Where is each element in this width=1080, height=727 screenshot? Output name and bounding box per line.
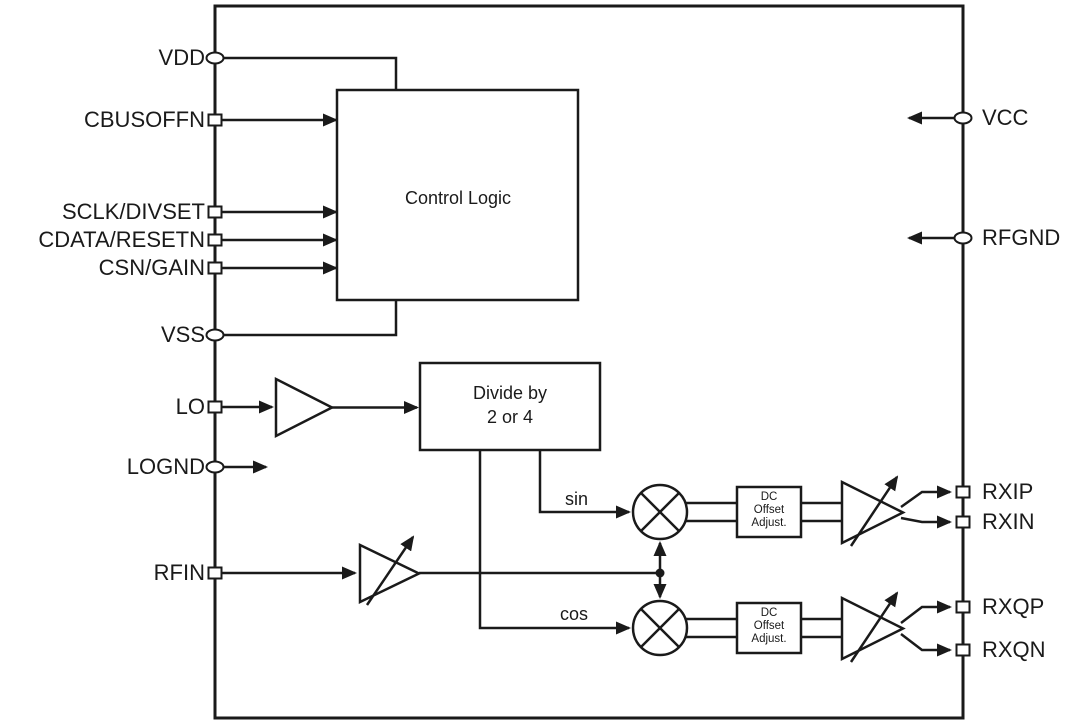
wire-vss [222,300,398,337]
pin-label-rfgnd: RFGND [982,225,1060,250]
divider-block [418,361,602,452]
pin-label-csn: CSN/GAIN [99,255,205,280]
pin-terminal-cdata [207,233,223,247]
pin-terminal-cbusoffn [207,113,223,127]
dc-offset-i-line3: Adjust. [751,517,786,529]
pin-terminal-rxip [955,485,971,499]
pin-label-rxip: RXIP [982,479,1033,504]
pin-terminal-sclk [207,205,223,219]
dc-offset-q-line3: Adjust. [751,633,786,645]
dc-offset-i-line2: Offset [754,504,785,516]
pin-label-lo: LO [176,394,205,419]
pin-terminal-csn [207,261,223,275]
rf-vga-gain-arrow-icon [365,535,415,606]
dc-offset-i-line1: DC [761,491,778,503]
sin-label: sin [565,489,588,509]
pin-label-logand: LOGND [127,454,205,479]
dc-offset-block-q [735,601,803,655]
dc-offset-block-i [735,485,803,539]
pin-terminal-rfin [207,566,223,580]
wire-vdd [222,56,398,90]
pin-label-rxqp: RXQP [982,594,1044,619]
pin-label-vcc: VCC [982,105,1029,130]
pin-terminal-logand [205,460,225,474]
i-mixer-cross-icon [640,492,680,532]
wire-sin [538,450,631,519]
pin-terminal-lo [207,400,223,414]
divider-label-line1: Divide by [473,383,547,403]
control-logic-block [335,88,580,302]
pin-label-cbusoffn: CBUSOFFN [84,107,205,132]
chip-outline [213,4,965,720]
pin-label-cdata: CDATA/RESETN [38,227,205,252]
pin-label-rfin: RFIN [154,560,205,585]
cos-label: cos [560,604,588,624]
q-mixer-cross-icon [640,608,680,648]
dc-offset-q-line1: DC [761,607,778,619]
wire-rxqp [900,600,952,624]
pin-terminal-rxqp [955,600,971,614]
wire-rxqn [900,633,952,657]
pin-terminal-vss [205,328,225,342]
pin-terminal-rxin [955,515,971,529]
pin-terminal-rxqn [955,643,971,657]
wire-rxin [900,515,952,529]
wire-rxip [900,485,952,509]
lo-buffer-amp [274,376,335,439]
pin-terminal-vdd [205,51,225,65]
pin-label-rxin: RXIN [982,509,1035,534]
q-vga-gain-arrow-icon [849,591,899,663]
pin-terminal-rfgnd [953,231,973,245]
pin-terminal-vcc [953,111,973,125]
pin-label-sclk: SCLK/DIVSET [62,199,205,224]
control-logic-label: Control Logic [405,188,511,208]
i-vga-gain-arrow-icon [849,475,899,547]
pin-label-rxqn: RXQN [982,637,1046,662]
divider-label-line2: 2 or 4 [487,407,533,427]
dc-offset-q-line2: Offset [754,620,785,632]
wire-cos [478,450,631,635]
pin-label-vss: VSS [161,322,205,347]
pin-label-vdd: VDD [159,45,205,70]
